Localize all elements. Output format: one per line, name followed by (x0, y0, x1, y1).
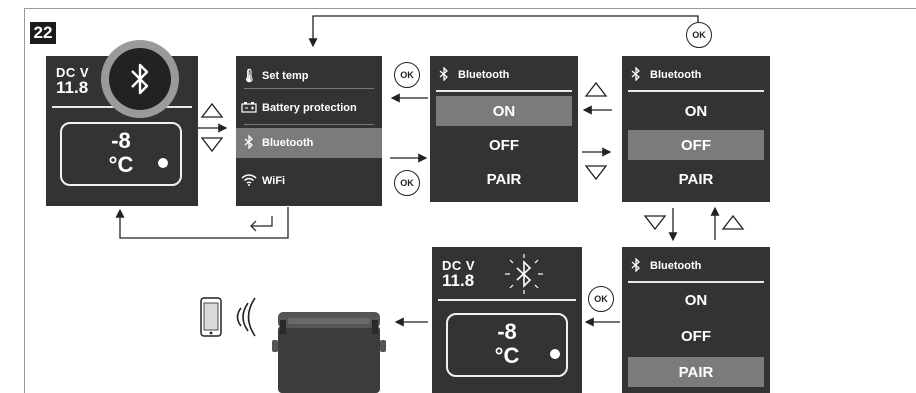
bluetooth-blinking-icon (502, 253, 546, 295)
thermometer-icon: 🌡 (236, 68, 262, 84)
bluetooth-overlay-inner (109, 48, 171, 110)
temperature-value: -8 (62, 129, 180, 153)
voltage-value: 11.8 (442, 272, 475, 289)
menu-divider (244, 124, 374, 125)
menu-item-wifi[interactable]: WiFi (236, 166, 382, 196)
smartphone-icon (201, 298, 221, 336)
up-triangle-2 (586, 83, 606, 96)
bluetooth-title: Bluetooth (650, 69, 701, 81)
voltage-readout: DC V 11.8 (56, 66, 89, 96)
up-triangle-3 (723, 216, 743, 229)
bluetooth-icon (622, 258, 650, 275)
option-on[interactable]: ON (628, 96, 764, 126)
temperature-value: -8 (448, 320, 566, 344)
menu-item-label: Bluetooth (262, 137, 313, 149)
option-off[interactable]: OFF (628, 130, 764, 160)
battery-icon (236, 101, 262, 116)
return-arrow (120, 207, 288, 238)
menu-item-label: WiFi (262, 175, 285, 187)
bluetooth-overlay (101, 40, 179, 118)
option-off[interactable]: OFF (436, 130, 572, 160)
pairing-display-panel: DC V 11.8 -8 °C (432, 247, 582, 393)
menu-divider (244, 88, 374, 89)
menu-item-label: Set temp (262, 70, 308, 82)
menu-item-set-temp[interactable]: 🌡 Set temp (236, 61, 382, 91)
option-pair[interactable]: PAIR (628, 164, 764, 194)
cooler-box-icon (272, 312, 386, 393)
bluetooth-title: Bluetooth (458, 69, 509, 81)
wifi-icon (236, 173, 262, 189)
bluetooth-divider (628, 281, 764, 283)
bluetooth-header: Bluetooth (622, 255, 770, 277)
bluetooth-icon (430, 67, 458, 84)
status-dot (158, 158, 168, 168)
temperature-box: -8 °C (446, 313, 568, 377)
bluetooth-icon (236, 135, 262, 152)
loop-back-arrow (313, 16, 698, 46)
status-dot (550, 349, 560, 359)
bluetooth-divider (436, 90, 572, 92)
wireless-waves-icon (238, 298, 256, 336)
bluetooth-header: Bluetooth (622, 64, 770, 86)
bluetooth-panel-pair: Bluetooth ON OFF PAIR (622, 247, 770, 393)
bluetooth-panel-on: Bluetooth ON OFF PAIR (430, 56, 578, 202)
menu-item-bluetooth[interactable]: Bluetooth (236, 128, 382, 158)
down-triangle-2 (586, 166, 606, 179)
bluetooth-divider (628, 90, 764, 92)
bluetooth-panel-off: Bluetooth ON OFF PAIR (622, 56, 770, 202)
down-triangle-3 (645, 216, 665, 229)
display-divider (438, 299, 576, 301)
down-triangle-1 (202, 138, 222, 151)
bluetooth-title: Bluetooth (650, 260, 701, 272)
return-key-icon (251, 216, 272, 231)
option-pair[interactable]: PAIR (628, 357, 764, 387)
ok-button-menu[interactable]: OK (394, 62, 420, 88)
option-pair[interactable]: PAIR (436, 164, 572, 194)
up-triangle-1 (202, 104, 222, 117)
temperature-unit: °C (448, 344, 566, 368)
menu-item-battery-protection[interactable]: Battery protection (236, 93, 382, 123)
ok-button-pair[interactable]: OK (588, 286, 614, 312)
menu-item-label: Battery protection (262, 102, 357, 114)
temperature-box: -8 °C (60, 122, 182, 186)
bluetooth-header: Bluetooth (430, 64, 578, 86)
bluetooth-icon (622, 67, 650, 84)
option-on[interactable]: ON (436, 96, 572, 126)
option-on[interactable]: ON (628, 285, 764, 315)
voltage-value: 11.8 (56, 79, 89, 96)
bluetooth-icon (128, 62, 152, 96)
voltage-readout: DC V 11.8 (442, 259, 475, 289)
settings-menu-panel: 🌡 Set temp Battery protection Bluetooth … (236, 56, 382, 206)
option-off[interactable]: OFF (628, 321, 764, 351)
ok-button-top[interactable]: OK (686, 22, 712, 48)
ok-button-confirm[interactable]: OK (394, 170, 420, 196)
